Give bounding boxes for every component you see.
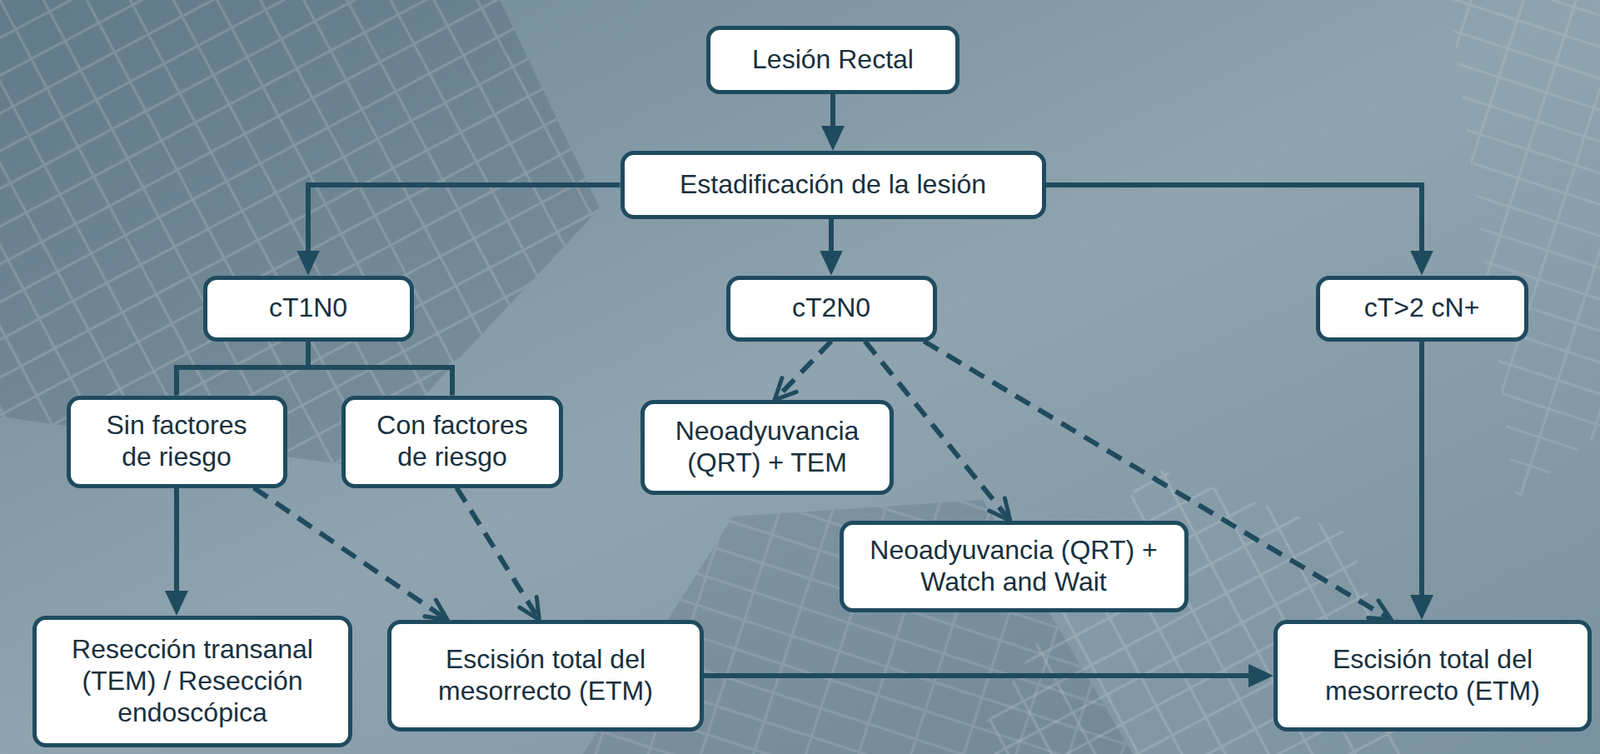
connector-arrow: [254, 488, 448, 621]
node-text: Escisión total del mesorrecto (ETM): [409, 643, 682, 708]
process-box: Con factores de riesgo: [341, 395, 564, 489]
process-box: cT>2 cN+: [1315, 275, 1529, 342]
node-text: Escisión total del mesorrecto (ETM): [1295, 643, 1570, 708]
process-box: Neoadyuvancia (QRT) + TEM: [640, 399, 894, 495]
process-box: Escisión total del mesorrecto (ETM): [387, 619, 704, 732]
connector-arrow: [308, 341, 453, 396]
connector-arrow: [828, 219, 834, 266]
node-text: cT1N0: [227, 292, 390, 324]
process-box: Lesión Rectal: [706, 25, 960, 95]
connector-arrow: [1046, 184, 1423, 266]
process-box: cT1N0: [203, 275, 414, 342]
node-text: Neoadyuvancia (QRT) + Watch and Wait: [860, 534, 1168, 599]
connector-arrow: [176, 341, 309, 396]
connector-arrow: [830, 94, 836, 141]
process-box: Neoadyuvancia (QRT) + Watch and Wait: [839, 520, 1189, 613]
connector-arrow: [703, 672, 1264, 678]
node-text: Neoadyuvancia (QRT) + TEM: [661, 415, 873, 479]
process-box: Sin factores de riesgo: [66, 395, 288, 489]
node-text: cT>2 cN+: [1340, 292, 1505, 324]
connector-arrow: [174, 488, 180, 607]
node-text: Estadificación de la lesión: [644, 169, 1022, 201]
process-box: Escisión total del mesorrecto (ETM): [1273, 619, 1592, 732]
building-grid: [1449, 0, 1600, 500]
node-text: Con factores de riesgo: [372, 409, 533, 474]
process-box: Resección transanal (TEM) / Resección en…: [32, 615, 353, 748]
connector-arrow: [1419, 341, 1425, 611]
connector-arrow: [308, 184, 621, 266]
connector-arrow: [456, 488, 539, 621]
node-text: Resección transanal (TEM) / Resección en…: [54, 633, 330, 728]
node-text: Lesión Rectal: [730, 44, 936, 76]
node-text: Sin factores de riesgo: [97, 409, 257, 474]
process-box: cT2N0: [726, 275, 938, 342]
connector-arrow: [774, 341, 832, 401]
node-text: cT2N0: [750, 292, 913, 324]
process-box: Estadificación de la lesión: [620, 150, 1047, 220]
